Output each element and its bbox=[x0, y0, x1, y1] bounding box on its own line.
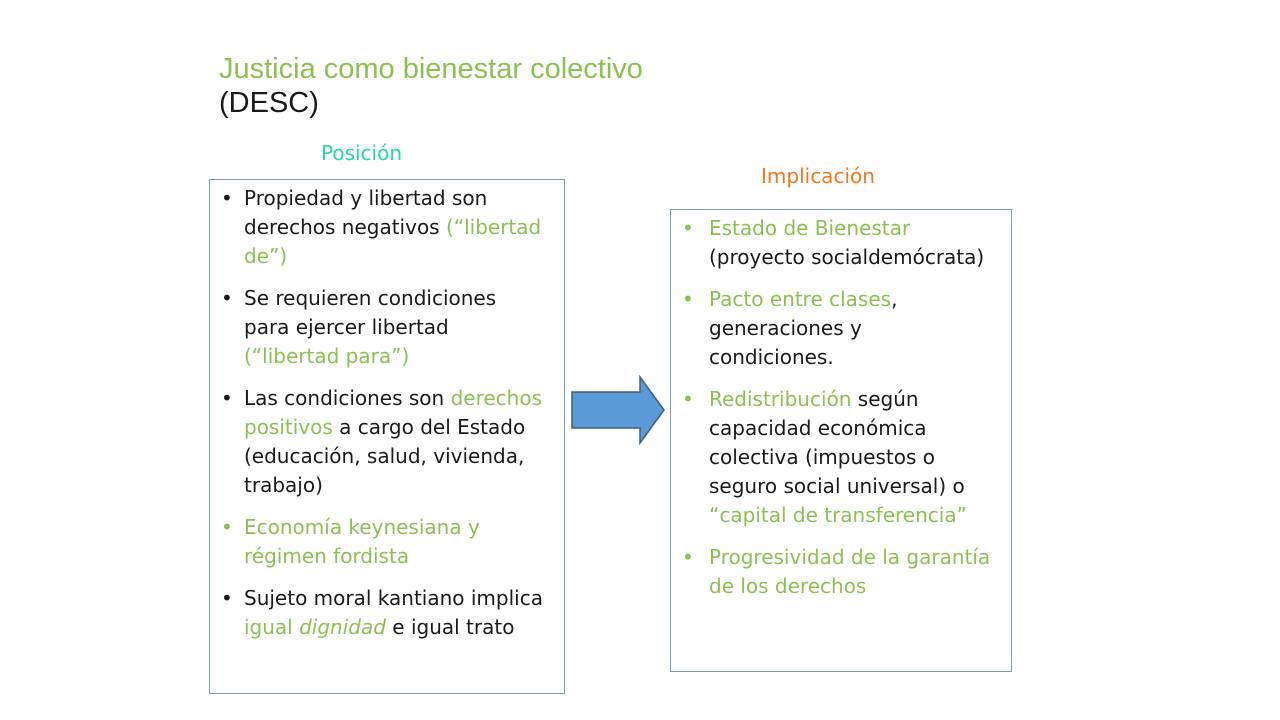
item-text-highlight: Redistribución bbox=[709, 387, 852, 411]
position-list: • Propiedad y libertad son derechos nega… bbox=[216, 184, 544, 642]
item-text: (proyecto socialdemócrata) bbox=[709, 245, 985, 269]
list-item: • Propiedad y libertad son derechos nega… bbox=[216, 184, 544, 271]
item-text-highlight: igual bbox=[244, 615, 300, 639]
list-item: • Se requieren condiciones para ejercer … bbox=[216, 284, 544, 371]
item-text: a cargo del Estado (educación, salud, vi… bbox=[244, 415, 526, 497]
bullet-icon: • bbox=[221, 515, 233, 539]
bullet-icon: • bbox=[221, 286, 233, 310]
item-text: según capacidad económica colectiva (imp… bbox=[709, 387, 965, 498]
item-text-highlight: (“libertad de”) bbox=[244, 215, 542, 268]
bullet-icon: • bbox=[221, 586, 233, 610]
position-heading: Posición bbox=[321, 141, 403, 165]
position-box: • Propiedad y libertad son derechos nega… bbox=[209, 179, 565, 694]
item-text-highlight: Estado de Bienestar bbox=[709, 216, 911, 240]
item-text-highlight: Pacto entre clases bbox=[709, 287, 892, 311]
bullet-icon: • bbox=[682, 216, 694, 240]
item-text-highlight: Progresividad de la garantía de los dere… bbox=[709, 545, 991, 598]
item-text: e igual trato bbox=[385, 615, 515, 639]
list-item: • Progresividad de la garantía de los de… bbox=[676, 543, 991, 601]
bullet-icon: • bbox=[682, 387, 694, 411]
bullet-icon: • bbox=[682, 287, 694, 311]
list-item: • Redistribución según capacidad económi… bbox=[676, 385, 991, 530]
implication-list: • Estado de Bienestar (proyecto socialde… bbox=[676, 214, 991, 601]
item-text-highlight: (“libertad para”) bbox=[244, 344, 410, 368]
item-text-highlight: “capital de transferencia” bbox=[709, 503, 967, 527]
implication-box: • Estado de Bienestar (proyecto socialde… bbox=[670, 209, 1012, 672]
list-item: • Economía keynesiana y régimen fordista bbox=[216, 513, 544, 571]
title-line-2: (DESC) bbox=[219, 87, 319, 119]
item-text-emphasis: dignidad bbox=[299, 615, 386, 639]
item-text: Sujeto moral kantiano implica bbox=[244, 586, 543, 610]
implication-heading: Implicación bbox=[761, 164, 875, 188]
item-text: Propiedad y libertad son derechos negati… bbox=[244, 186, 488, 239]
bullet-icon: • bbox=[221, 386, 233, 410]
item-text: Las condiciones son bbox=[244, 386, 451, 410]
item-text: Se requieren condiciones para ejercer li… bbox=[244, 286, 497, 339]
list-item: • Estado de Bienestar (proyecto socialde… bbox=[676, 214, 991, 272]
slide-title: Justicia como bienestar colectivo (DESC) bbox=[219, 52, 643, 120]
right-arrow-icon bbox=[571, 375, 665, 445]
item-text-highlight: Economía keynesiana y régimen fordista bbox=[244, 515, 480, 568]
title-line-1: Justicia como bienestar colectivo bbox=[219, 53, 643, 85]
bullet-icon: • bbox=[682, 545, 694, 569]
item-text-highlight: derechos positivos bbox=[244, 386, 542, 439]
item-text: , generaciones y condiciones. bbox=[709, 287, 898, 369]
list-item: • Sujeto moral kantiano implica igual di… bbox=[216, 584, 544, 642]
list-item: • Pacto entre clases, generaciones y con… bbox=[676, 285, 991, 372]
list-item: • Las condiciones son derechos positivos… bbox=[216, 384, 544, 500]
bullet-icon: • bbox=[221, 186, 233, 210]
